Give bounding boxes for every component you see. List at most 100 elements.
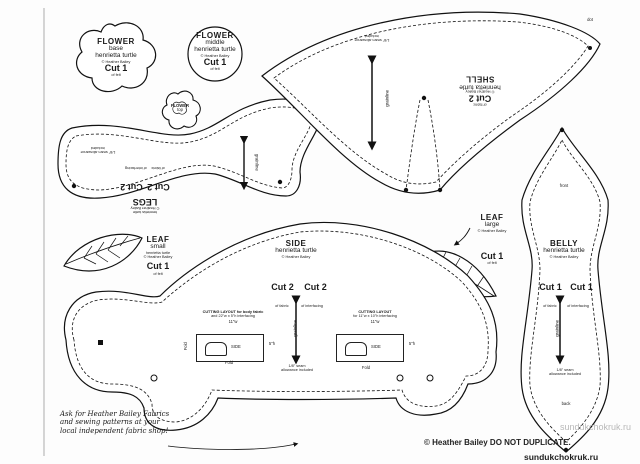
side-cut-interfacing: Cut 2: [304, 282, 327, 292]
side-cuts: Cut 2 Cut 2: [254, 278, 344, 295]
side-fold-left: Fold: [182, 342, 188, 351]
flower-base-name: FLOWER: [97, 37, 135, 46]
layout-interfacing-turtle-icon: [345, 342, 367, 356]
leaf-small-material: of felt: [153, 271, 163, 276]
layout-fabric-fold: Fold: [224, 360, 234, 365]
layout-interfacing-title: CUTTING LAYOUT for 11"w x 10"h interfaci…: [330, 310, 420, 324]
belly-design: henrietta turtle: [543, 247, 585, 255]
legs-cut-fabric: Cut 2: [147, 181, 170, 192]
layout-fabric-width: 11"w: [228, 318, 238, 324]
belly-label: BELLY henrietta turtle © Heather Bailey: [530, 239, 598, 260]
legs-cut-interfacing: Cut 2: [120, 181, 143, 192]
legs-materials: of fabric of interfacing: [100, 162, 190, 179]
flower-middle-material: of felt: [210, 67, 220, 72]
belly-seam-note: 1/8" seam allowance included: [548, 368, 582, 376]
flower-middle-copyright: © Heather Bailey: [200, 54, 230, 59]
side-fabric: of fabric: [275, 303, 289, 308]
layout-interfacing-heading: CUTTING LAYOUT: [358, 310, 392, 314]
layout-fabric-height: 5"h: [268, 341, 276, 346]
flower-middle-label: FLOWER middle henrietta turtle © Heather…: [191, 31, 239, 72]
legs-seam-note: 1/8" seam allowance included: [80, 145, 116, 154]
leaf-small-label: LEAF small henrietta turtle © Heather Ba…: [138, 235, 178, 276]
leaf-large-variant: large: [484, 221, 500, 229]
layout-interfacing-width: 11"w: [370, 318, 380, 324]
leaf-large-label: LEAF large © Heather Bailey: [470, 213, 514, 234]
flower-base-material: of felt: [111, 73, 121, 78]
flower-base-design: henrietta turtle: [95, 52, 137, 60]
belly-copyright: © Heather Bailey: [549, 255, 579, 260]
side-seam-note: 1/8" seam allowance included: [280, 364, 314, 372]
leaf-small-copyright: © Heather Bailey: [143, 255, 173, 260]
footer-note: Ask for Heather Bailey Fabrics and sewin…: [60, 410, 170, 435]
belly-cut-label: Cut 1 Cut 1 of fabric of interfacing: [536, 278, 596, 312]
leaf-small-cut: Cut 1: [146, 261, 170, 272]
leaf-large-cut-label: Cut 1 of felt: [474, 251, 510, 266]
belly-front: front: [559, 183, 569, 188]
side-cut-label: Cut 2 Cut 2 of fabric of interfacing: [254, 278, 344, 312]
belly-materials: of fabric of interfacing: [536, 295, 596, 312]
side-fold-right: Fold: [361, 365, 371, 370]
side-label: SIDE henrietta turtle © Heather Bailey: [256, 239, 336, 260]
leaf-small-piece: [63, 233, 143, 272]
legs-cuts: Cut 2 Cut 2: [100, 179, 190, 196]
side-piece: [64, 221, 498, 431]
legs-design: henrietta turtle: [132, 210, 158, 214]
leaf-large-name: LEAF: [480, 213, 504, 222]
shell-dot-label: dot: [587, 17, 593, 22]
shell-design: henrietta turtle: [459, 83, 501, 91]
layout-fabric-box: SIDE: [196, 334, 264, 362]
layout-interfacing-box: SIDE: [336, 334, 404, 362]
shell-piece: [261, 11, 601, 194]
belly-back: back: [561, 401, 571, 406]
legs-fabric: of fabric: [151, 165, 165, 170]
belly-fabric: of fabric: [543, 303, 557, 308]
belly-cut-fabric: Cut 1: [539, 282, 562, 292]
layout-interfacing-mark: SIDE: [371, 344, 381, 349]
layout-fabric-turtle-icon: [205, 342, 227, 356]
layout-interfacing-subtitle: for 11"w x 10"h interfacing: [353, 313, 397, 318]
leaf-large-material: of felt: [487, 261, 497, 266]
belly-grainline: grainline: [554, 319, 560, 337]
footer-arrow: [167, 442, 299, 450]
flower-middle-cut: Cut 1: [203, 57, 227, 67]
side-materials: of fabric of interfacing: [254, 295, 344, 312]
leaf-small-design: henrietta turtle: [145, 251, 171, 256]
leaf-small-variant: small: [150, 243, 166, 251]
flower-middle-variant: middle: [205, 39, 225, 47]
side-name: SIDE: [285, 239, 307, 248]
flower-top-piece: [161, 90, 201, 130]
legs-label: henrietta turtle © Heather Bailey LEGS C…: [100, 162, 190, 214]
flower-top-label: FLOWER top: [166, 103, 194, 113]
side-grainline: grainline: [292, 319, 298, 337]
flower-base-variant: base: [108, 45, 124, 53]
flower-middle-name: FLOWER: [196, 31, 234, 40]
shell-seam-note: 1/8" seam allowance included: [354, 33, 390, 42]
flower-top-variant: top: [177, 107, 183, 113]
layout-interfacing-height: 5"h: [408, 341, 416, 346]
leaf-large-copyright: © Heather Bailey: [477, 229, 507, 234]
belly-piece: [520, 126, 610, 453]
flower-middle-piece: [187, 26, 243, 82]
belly-cut-interfacing: Cut 1: [570, 282, 593, 292]
side-copyright: © Heather Bailey: [281, 255, 311, 260]
leaf-small-name: LEAF: [146, 235, 170, 244]
watermark-top: sundukchokruk.ru: [560, 422, 632, 432]
legs-interfacing: of interfacing: [125, 165, 147, 170]
shell-cut: Cut 2: [468, 93, 492, 104]
flower-base-piece: [75, 22, 157, 93]
side-design: henrietta turtle: [275, 247, 317, 255]
flower-middle-design: henrietta turtle: [194, 46, 236, 54]
flower-top-name: FLOWER: [170, 103, 190, 108]
side-interfacing: of interfacing: [301, 303, 323, 308]
belly-interfacing: of interfacing: [567, 303, 589, 308]
belly-cuts: Cut 1 Cut 1: [536, 278, 596, 295]
legs-piece: [57, 98, 321, 199]
footer-credit: © Heather Bailey DO NOT DUPLICATE.: [424, 438, 571, 447]
layout-fabric-mark: SIDE: [231, 344, 241, 349]
shell-name: SHELL: [465, 74, 495, 84]
watermark-site: sundukchokruk.ru: [524, 452, 599, 462]
legs-name: LEGS: [132, 197, 158, 208]
leaf-large-cut: Cut 1: [480, 251, 504, 261]
